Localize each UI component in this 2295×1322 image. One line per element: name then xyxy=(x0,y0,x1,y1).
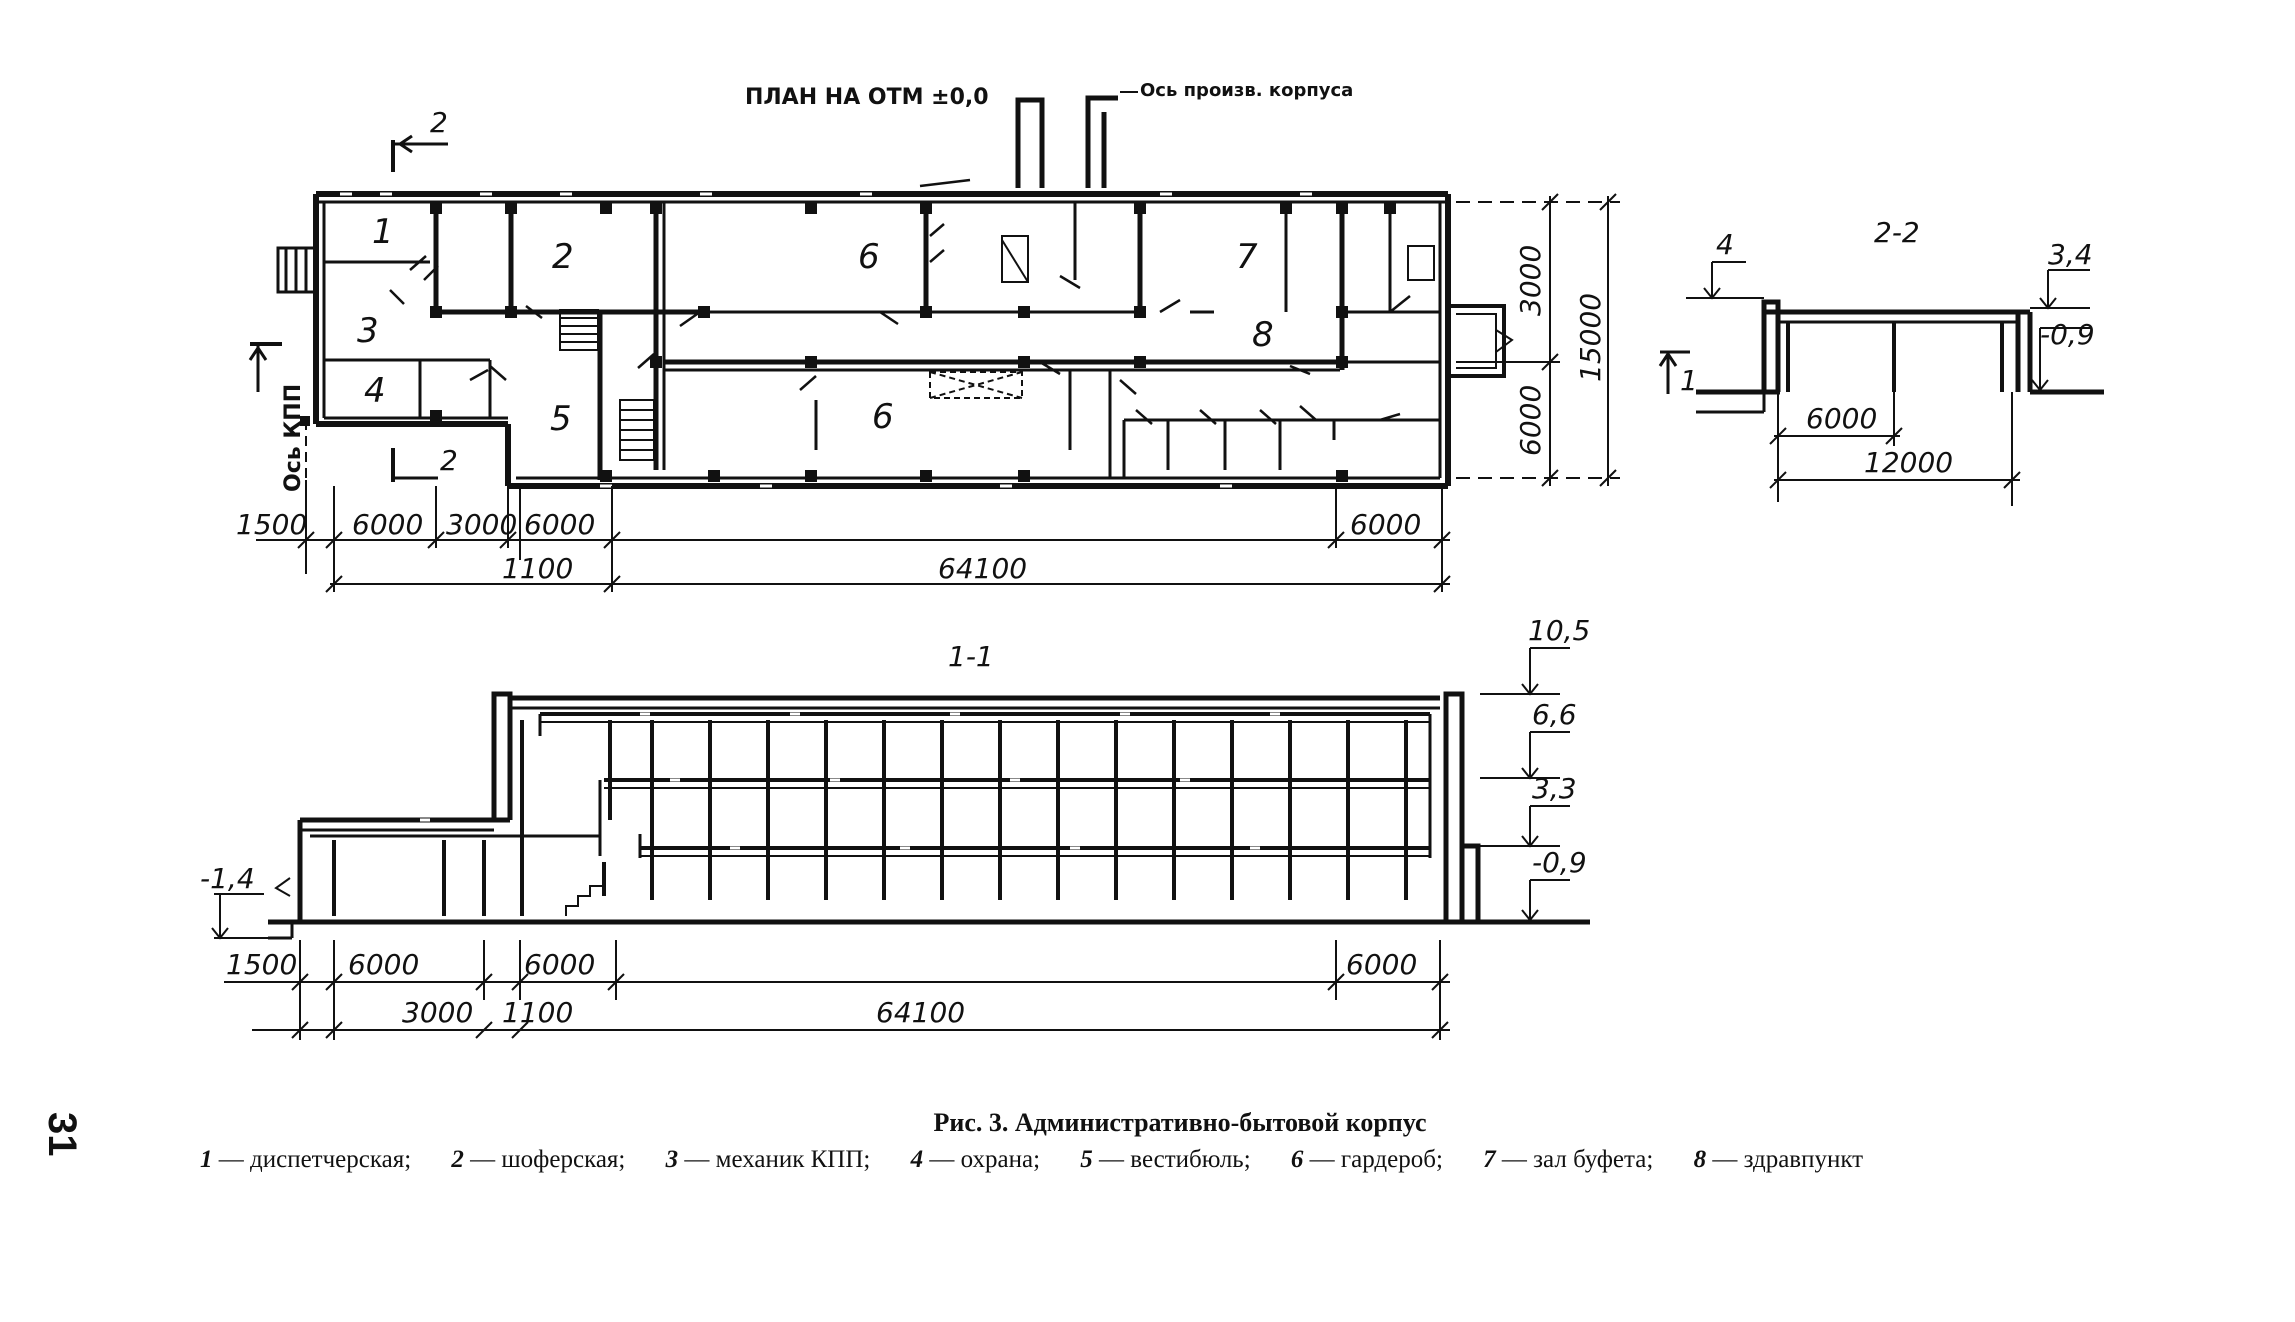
hatch-area xyxy=(929,371,1023,399)
section-cut-2-bottom xyxy=(391,448,438,482)
section-1-1: 1-1 xyxy=(200,614,1590,1040)
plan-dim-6000-b: 6000 xyxy=(524,508,595,541)
plan-dim-1100: 1100 xyxy=(502,552,573,585)
legend-item: 6 — гардероб; xyxy=(1290,1146,1443,1173)
room-label-3: 3 xyxy=(357,311,379,351)
section-1-1-elev-6-6: 6,6 xyxy=(1532,698,1577,731)
plan-dims-right xyxy=(1456,193,1620,487)
section-1-1-dim-1100: 1100 xyxy=(502,996,573,1029)
ducts xyxy=(1015,95,1118,188)
legend-item: 2 — шоферская; xyxy=(451,1146,626,1173)
section-1-1-dim-64100: 64100 xyxy=(876,996,965,1029)
columns xyxy=(300,202,1396,482)
section-2-2-dim-6000: 6000 xyxy=(1806,402,1877,435)
plan-dim-1500: 1500 xyxy=(236,508,307,541)
caption-title: Рис. 3. Административно-бытовой корпус xyxy=(933,1108,1427,1137)
legend-item: 1 — диспетчерская; xyxy=(200,1146,412,1173)
legend-item: 3 — механик КПП; xyxy=(665,1146,871,1173)
wall-dashes xyxy=(340,192,1312,488)
room-label-6a: 6 xyxy=(858,237,880,277)
section-2-2-marker: 4 xyxy=(1716,228,1734,261)
legend-item: 8 — здравпункт xyxy=(1693,1146,1864,1173)
section-cut-1-left xyxy=(248,342,282,392)
plan-dim-right-15000: 15000 xyxy=(1574,293,1607,382)
legend-item: 7 — зал буфета; xyxy=(1483,1146,1654,1173)
room-label-5: 5 xyxy=(550,399,572,439)
section-2-2-elev-bottom: -0,9 xyxy=(2040,318,2095,351)
section-1-1-dim-3000: 3000 xyxy=(402,996,473,1029)
stairs xyxy=(559,235,1435,461)
section-1-1-dim-6000-c: 6000 xyxy=(1346,948,1417,981)
plan-title: ПЛАН НА ОТМ ±0,0 xyxy=(745,85,989,110)
section-2-2-cut-mark: 1 xyxy=(1680,364,1698,397)
partitions xyxy=(324,202,1440,480)
section-cut-2-top xyxy=(391,134,448,172)
entrance-left xyxy=(276,246,318,294)
section-1-1-elev-3-3: 3,3 xyxy=(1532,772,1577,805)
floor-plan: ПЛАН НА ОТМ ±0,0 Ось произв. корпуса xyxy=(236,80,1620,593)
plan-dim-64100: 64100 xyxy=(938,552,1027,585)
section-2-2-dim-12000: 12000 xyxy=(1864,446,1953,479)
section-2-2-elev-top: 3,4 xyxy=(2048,238,2093,271)
axis-note: Ось произв. корпуса xyxy=(1140,80,1353,101)
section-1-1-dim-6000-a: 6000 xyxy=(348,948,419,981)
section-1-1-dim-6000-b: 6000 xyxy=(524,948,595,981)
section-1-1-elev-10-5: 10,5 xyxy=(1528,614,1590,647)
section-1-1-dim-1500: 1500 xyxy=(226,948,297,981)
plan-dim-right-6000: 6000 xyxy=(1514,385,1547,456)
plan-dim-3000: 3000 xyxy=(446,508,517,541)
section-1-1-title: 1-1 xyxy=(948,640,994,673)
axis-kpp-label: Ось КПП xyxy=(281,384,306,492)
outer-walls xyxy=(313,191,1451,489)
page-number: 31 xyxy=(40,1112,84,1157)
plan-dim-6000-c: 6000 xyxy=(1350,508,1421,541)
plan-dim-right-3000: 3000 xyxy=(1514,245,1547,316)
section-mark-2-top: 2 xyxy=(430,106,448,139)
room-label-2: 2 xyxy=(552,237,574,277)
legend-item: 5 — вестибюль; xyxy=(1080,1146,1251,1173)
plan-dims-bottom xyxy=(256,480,1451,593)
room-label-8: 8 xyxy=(1252,315,1274,355)
entrance-right xyxy=(1448,304,1514,378)
legend: 1 — диспетчерская; 2 — шоферская; 3 — ме… xyxy=(200,1144,2160,1176)
section-1-1-elev-minus-0-9: -0,9 xyxy=(1532,846,1587,879)
room-label-4: 4 xyxy=(364,371,386,411)
room-label-1: 1 xyxy=(372,212,394,252)
section-2-2-title: 2-2 xyxy=(1874,216,1920,249)
doors xyxy=(389,178,1411,425)
room-label-7: 7 xyxy=(1236,237,1258,277)
plan-dim-6000-a: 6000 xyxy=(352,508,423,541)
section-2-2: 2-2 4 xyxy=(1658,216,2104,506)
room-label-6b: 6 xyxy=(872,397,894,437)
section-mark-2-bottom: 2 xyxy=(440,444,458,477)
legend-item: 4 — охрана; xyxy=(910,1146,1041,1173)
section-1-1-elev-minus-1-4: -1,4 xyxy=(200,862,255,895)
figure-caption: Рис. 3. Административно-бытовой корпус 1… xyxy=(200,1108,2160,1176)
